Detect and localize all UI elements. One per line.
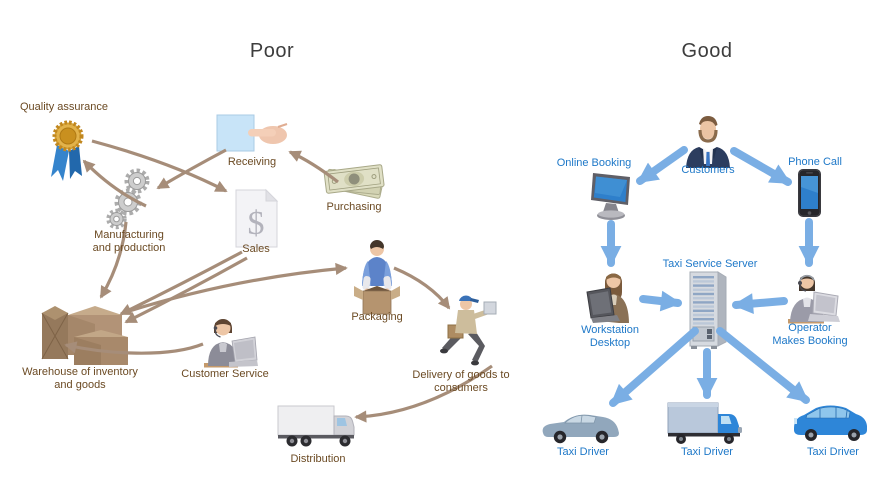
truck-icon [277, 405, 355, 447]
label-quality-assurance: Quality assurance [19, 101, 109, 113]
label-online-booking: Online Booking [556, 157, 632, 169]
label-taxi-driver-1: Taxi Driver [557, 446, 609, 458]
label-manufacturing: Manufacturing and production [92, 229, 166, 254]
label-phone-call: Phone Call [788, 156, 842, 168]
label-warehouse: Warehouse of inventory and goods [22, 366, 138, 391]
label-taxi-driver-3: Taxi Driver [807, 446, 859, 458]
arrow-sales-to-warehouse-1 [119, 250, 243, 316]
worker-packing-box-icon [354, 240, 400, 315]
label-customer-service: Customer Service [181, 368, 269, 380]
good-panel-title: Good [681, 40, 733, 62]
label-packaging: Packaging [351, 311, 403, 323]
money-bills-icon [323, 164, 385, 199]
label-taxi-driver-2: Taxi Driver [681, 446, 733, 458]
businessman-icon [686, 116, 730, 168]
label-delivery: Delivery of goods to consumers [412, 369, 510, 394]
courier-running-icon [440, 295, 497, 366]
label-sales: Sales [242, 243, 270, 255]
arrow-warehouse-to-packaging [125, 262, 348, 314]
sedan-car-icon [542, 414, 619, 444]
award-medal-icon [51, 120, 84, 181]
label-distribution: Distribution [290, 453, 346, 465]
cardboard-boxes-icon [41, 306, 128, 365]
computer-monitor-icon [591, 173, 630, 220]
poor-panel-title: Poor [249, 40, 295, 62]
box-truck-icon [667, 402, 742, 444]
support-agent-icon [204, 319, 258, 368]
arrow-operator-to-server [732, 293, 788, 314]
label-taxi-service-server: Taxi Service Server [662, 258, 758, 270]
svg-text:$: $ [248, 205, 265, 242]
label-customers: Customers [681, 164, 735, 176]
document-hand-icon [216, 114, 288, 152]
minivan-icon [794, 405, 867, 441]
label-receiving: Receiving [227, 156, 277, 168]
label-purchasing: Purchasing [326, 201, 382, 213]
operator-with-headset-icon [788, 274, 840, 324]
gears-icon [106, 168, 150, 230]
label-operator-makes-booking: Operator Makes Booking [772, 322, 848, 347]
arrow-workstation-to-server [639, 290, 682, 312]
arrow-customers-to-online-booking [636, 146, 688, 185]
operator-at-laptop-icon [586, 273, 629, 323]
arrow-sales-to-warehouse-2 [124, 256, 248, 324]
dollar-document-icon: $ [235, 188, 279, 248]
arrow-customers-to-phone-call [730, 147, 792, 186]
server-rack-icon [689, 271, 727, 349]
smartphone-icon [798, 169, 821, 217]
label-workstation-desktop: Workstation Desktop [581, 324, 639, 349]
